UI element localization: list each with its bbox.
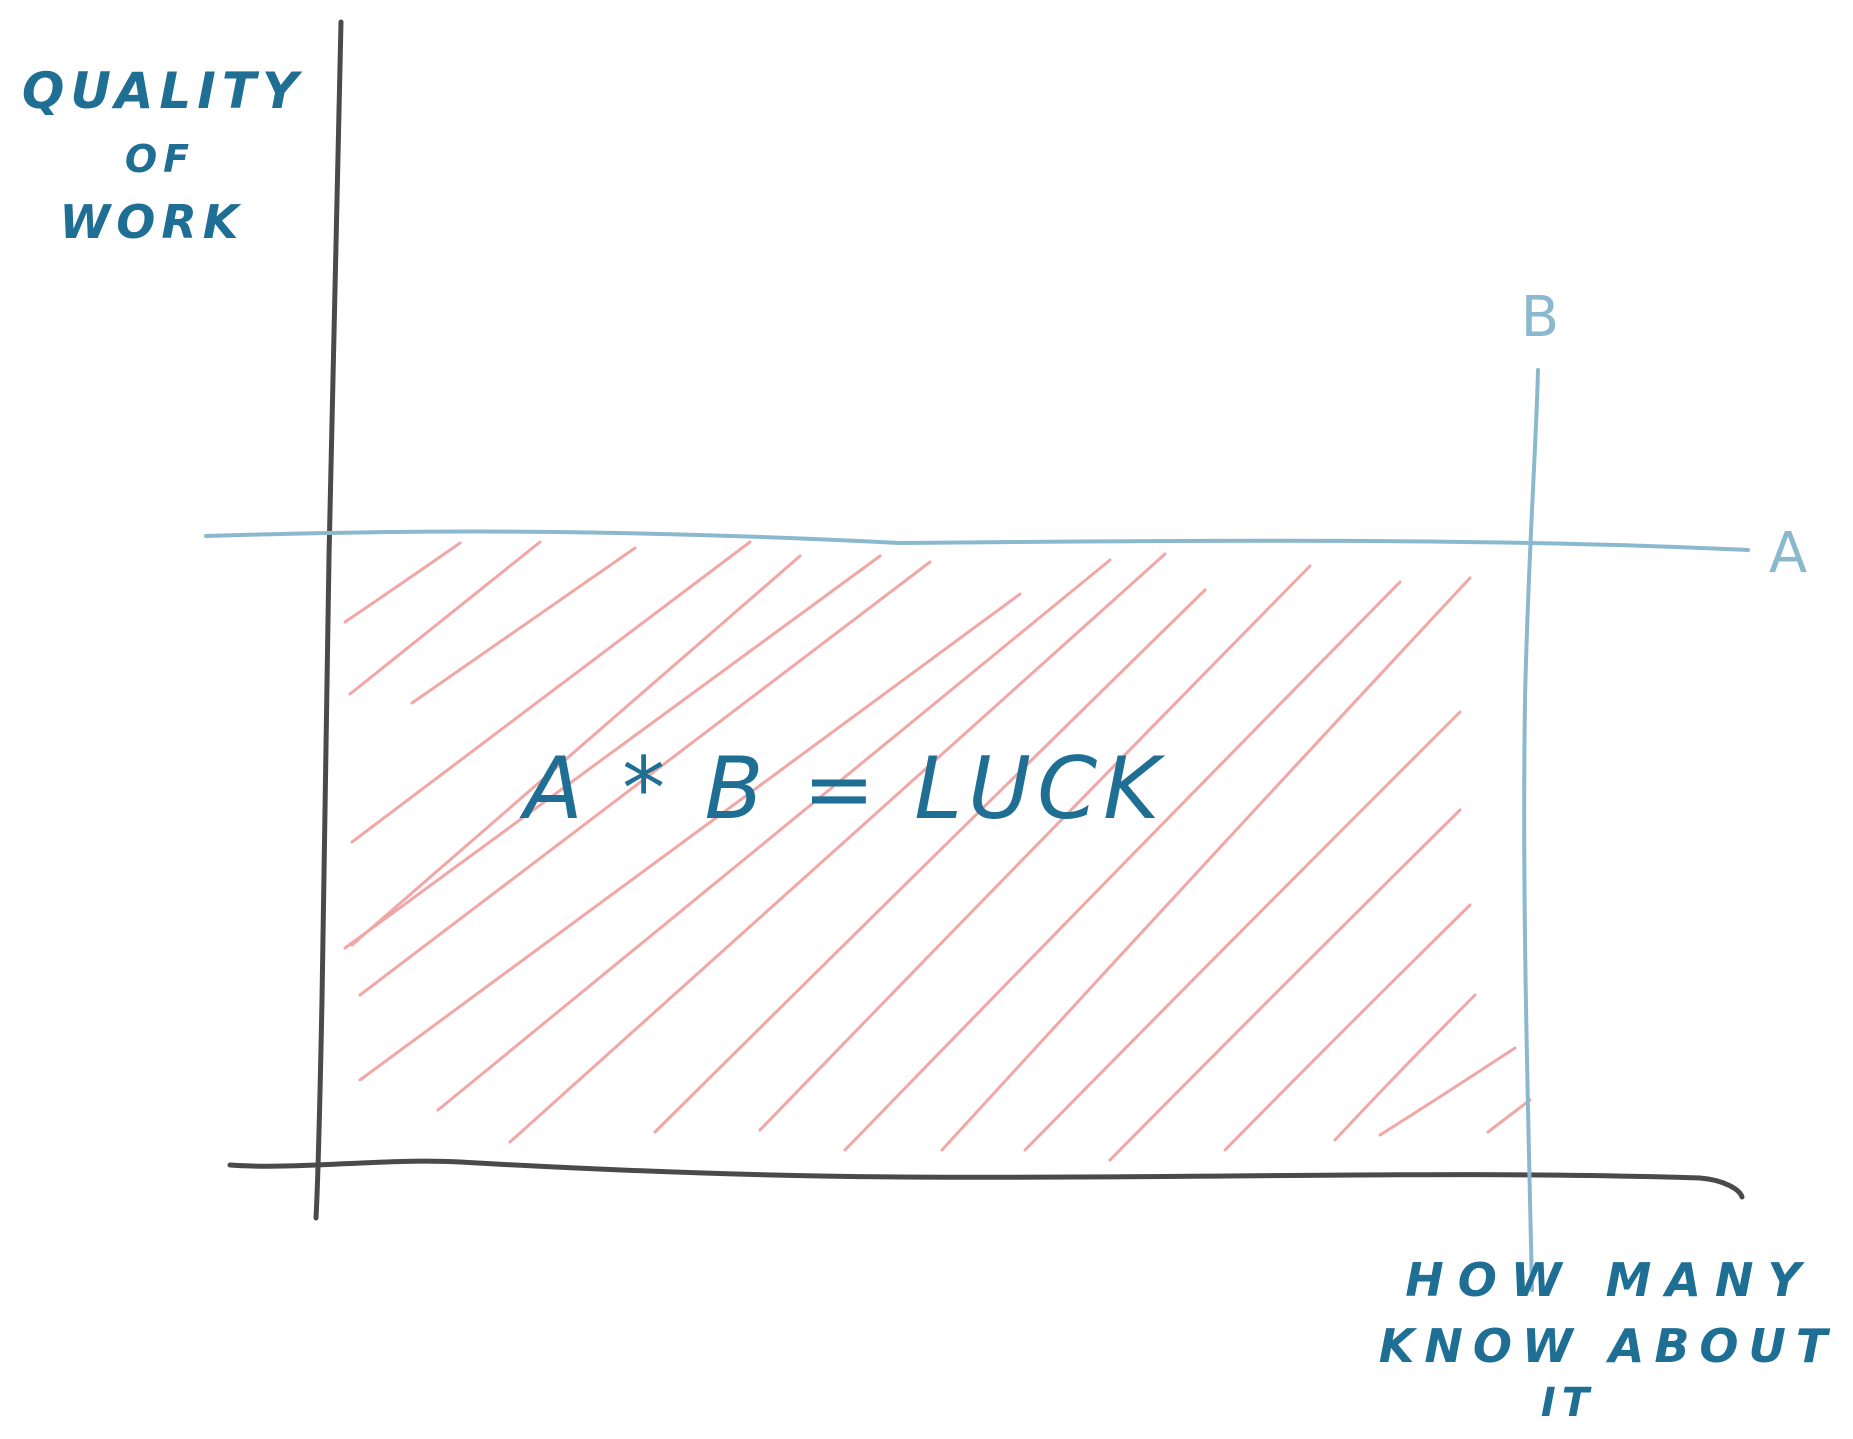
- x-axis: [227, 1158, 1745, 1200]
- hatch-stroke: [843, 580, 1402, 1152]
- line-a-label: A: [1769, 521, 1807, 586]
- y-axis-label-line: WORK: [60, 195, 245, 249]
- line-b-label: B: [1521, 285, 1559, 350]
- y-axis-label-line: QUALITY: [22, 62, 304, 120]
- hatch-stroke: [350, 554, 802, 947]
- hatch-stroke: [343, 541, 462, 624]
- hatch-stroke: [1108, 808, 1462, 1162]
- hatch-stroke: [1378, 1046, 1517, 1137]
- hatch-stroke: [1486, 1098, 1532, 1134]
- hatch-stroke: [358, 592, 1022, 1082]
- hatch-stroke: [436, 558, 1112, 1112]
- hatch-stroke: [358, 560, 932, 997]
- x-axis-label-line: HOW MANY: [1405, 1253, 1815, 1307]
- hatch-stroke: [508, 552, 1167, 1144]
- x-axis-label-line: IT: [1541, 1380, 1595, 1426]
- hatch-stroke: [940, 576, 1472, 1152]
- x-axis-label: HOW MANY KNOW ABOUT IT: [1379, 1253, 1838, 1426]
- hatch-stroke: [1333, 993, 1477, 1142]
- hatch-stroke: [410, 546, 637, 705]
- line-b: [1522, 368, 1540, 1292]
- hatch-stroke: [343, 554, 882, 950]
- line-a: [204, 529, 1750, 552]
- hatch-stroke: [350, 540, 752, 844]
- area-label: A * B = LUCK: [519, 739, 1166, 839]
- y-axis-label: QUALITY OF WORK: [22, 62, 304, 249]
- shaded-area-hatching: [343, 540, 1532, 1162]
- hatch-stroke: [758, 564, 1312, 1132]
- hatch-stroke: [348, 540, 542, 696]
- y-axis: [313, 19, 344, 1221]
- x-axis-label-line: KNOW ABOUT: [1379, 1319, 1838, 1373]
- hatch-stroke: [1023, 710, 1462, 1152]
- hatch-stroke: [653, 588, 1207, 1134]
- y-axis-label-line: OF: [125, 137, 195, 181]
- hatch-stroke: [1223, 903, 1472, 1152]
